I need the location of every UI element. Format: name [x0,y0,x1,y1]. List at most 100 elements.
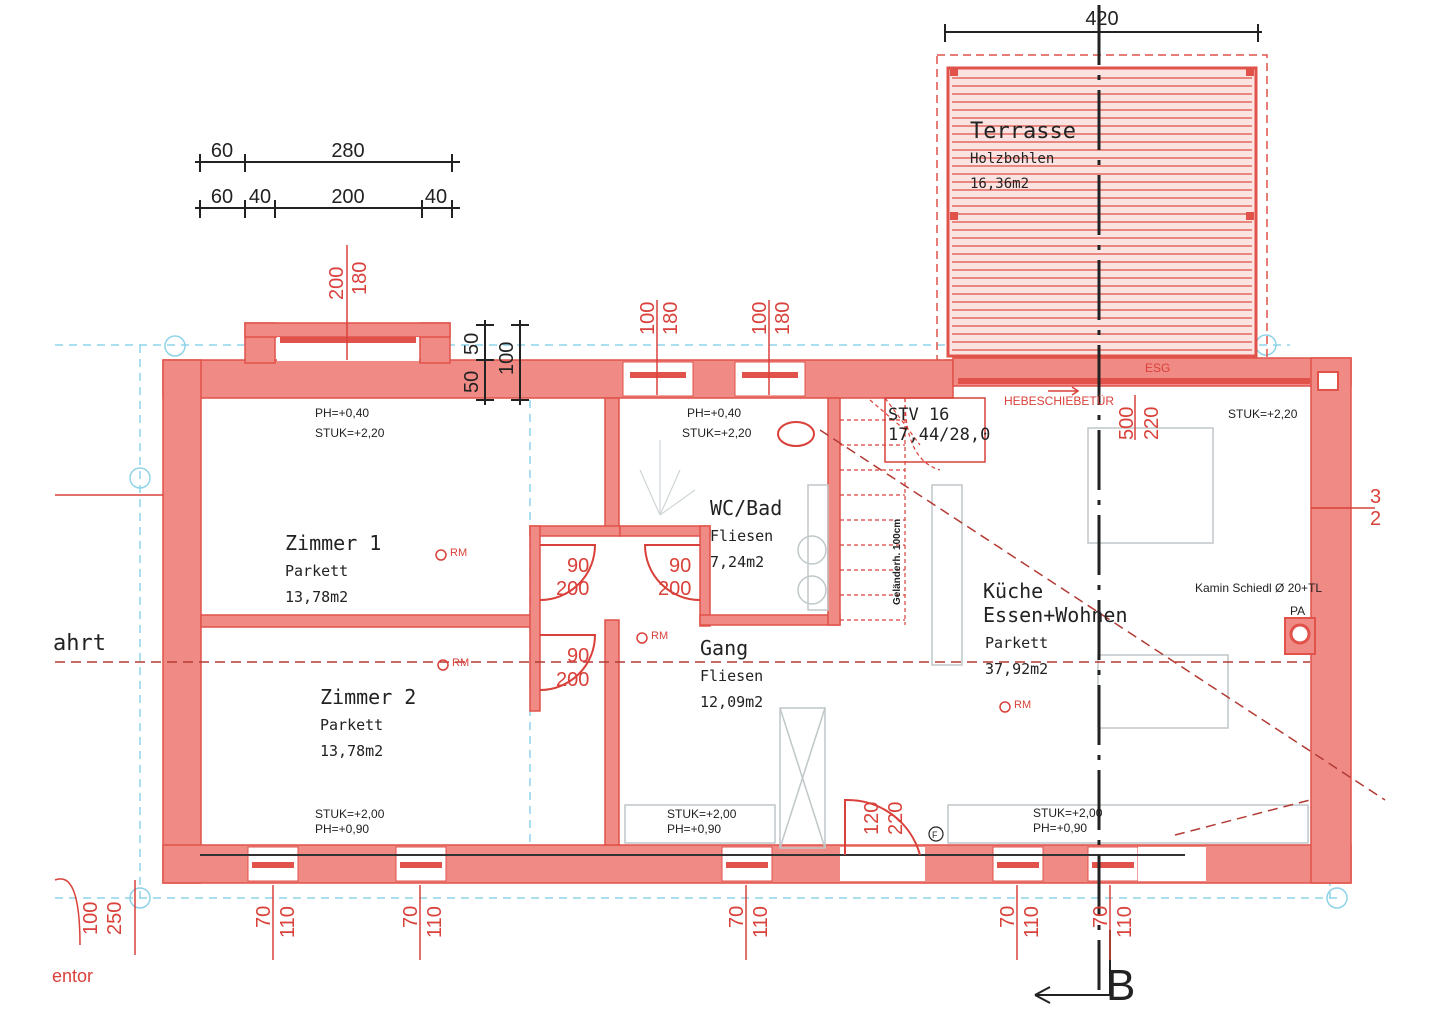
dim-420: 420 [1085,8,1118,30]
fixtures [624,427,1309,849]
windows [247,337,1339,882]
room-wc: PH=+0,40 STUK=+2,20 WC/Bad Fliesen 7,24m… [682,406,782,571]
hebeschiebe-label: HEBESCHIEBETÜR [1004,394,1114,408]
door2-h: 200 [658,578,691,600]
dim-w1b: 180 [349,262,371,295]
door-dims: 90 200 90 200 90 200 120 220 [556,555,907,835]
room-gang: Gang Fliesen 12,09m2 STUK=+2,00 PH=+0,90 [667,636,763,836]
zimmer2-stuk: STUK=+2,00 [315,807,385,821]
wc-stuk: STUK=+2,20 [682,426,752,440]
terrasse-name: Terrasse [970,119,1076,144]
door2-w: 90 [669,555,691,577]
stair-label: STV 16 [888,405,949,425]
dim-bay-a: 50 [461,333,483,355]
kamin-label: Kamin Schiedl Ø 20+TL [1195,581,1322,595]
dim-w3b: 180 [772,302,794,335]
rm-label: RM [1014,699,1031,711]
zimmer2-name: Zimmer 2 [320,685,416,709]
terrace [936,54,1268,361]
kueche-stuk-top: STUK=+2,20 [1228,407,1298,421]
slide-arrow-icon [1048,386,1080,396]
dimension-chain-top [195,24,1262,405]
section-label: B [1106,961,1135,1010]
entry-h: 220 [885,802,907,835]
dim-w2a: 100 [637,302,659,335]
dim-40: 40 [249,186,271,208]
dim-40b: 40 [425,186,447,208]
stairs [840,397,941,625]
dim-60b: 60 [211,186,233,208]
dim-b5b: 110 [1114,906,1136,938]
left-edge-label: ahrt [53,631,106,656]
zimmer1-floor: Parkett [285,562,348,580]
dim-hs-b: 220 [1141,407,1163,440]
wc-floor: Fliesen [710,527,773,545]
gang-ph: PH=+0,90 [667,822,721,836]
rm-markers: RM RM RM RM [435,547,1031,713]
shower-icon [639,440,696,516]
window-dim-lines [272,245,1136,960]
entry-w: 120 [861,802,883,835]
dim-b3b: 110 [750,906,772,938]
dim-b4b: 110 [1021,906,1043,938]
rm-label: RM [651,630,668,642]
zimmer2-area: 13,78m2 [320,742,383,760]
dim-b2a: 70 [400,906,422,928]
stair-label2: 17,44/28,0 [888,425,990,445]
room-zimmer1: PH=+0,40 STUK=+2,20 Zimmer 1 Parkett 13,… [285,406,385,606]
dim-w3a: 100 [749,302,771,335]
pa-label: PA [1290,604,1305,618]
gang-name: Gang [700,636,748,660]
terrasse-floor: Holzbohlen [970,151,1054,167]
dim-200: 200 [331,186,364,208]
dim-gate-b: 250 [104,902,126,935]
wc-ph: PH=+0,40 [687,406,741,420]
section-lines [55,429,1386,836]
kueche-stuk: STUK=+2,00 [1033,806,1103,820]
zimmer2-ph: PH=+0,90 [315,822,369,836]
door-swings [539,544,921,856]
door3-w: 90 [567,645,589,667]
fireplace-icon [1284,617,1316,655]
dim-b3a: 70 [726,906,748,928]
dim-b4a: 70 [997,906,1019,928]
zimmer1-area: 13,78m2 [285,588,348,606]
dim-bay-c: 100 [496,342,518,375]
door1-w: 90 [567,555,589,577]
dim-w2b: 180 [660,302,682,335]
zimmer2-floor: Parkett [320,716,383,734]
stair-landing [884,397,986,463]
dim-b1b: 110 [277,906,299,938]
gang-stuk: STUK=+2,00 [667,807,737,821]
esg-label: ESG [1145,361,1170,375]
f-label: F [932,830,938,840]
dim-b1a: 70 [253,906,275,928]
wc-area: 7,24m2 [710,553,764,571]
dim-280: 280 [331,140,364,162]
grid-markers [129,334,1348,909]
bottom-left-label: entor [52,966,93,986]
gang-area: 12,09m2 [700,693,763,711]
zimmer1-stuk: STUK=+2,20 [315,426,385,440]
rm-label: RM [452,657,469,669]
right-edge-label-2: 2 [1370,508,1381,530]
kueche-ph: PH=+0,90 [1033,821,1087,835]
door3-h: 200 [556,669,589,691]
toilet-icon [777,421,815,447]
room-terrasse: Terrasse Holzbohlen 16,36m2 [970,119,1076,192]
wc-name: WC/Bad [710,496,782,520]
gate-swing [54,878,81,946]
dim-b5a: 70 [1090,906,1112,928]
dim-b2b: 110 [424,906,446,938]
kueche-floor: Parkett [985,634,1048,652]
zimmer1-ph: PH=+0,40 [315,406,369,420]
gang-floor: Fliesen [700,667,763,685]
room-kueche: STUK=+2,20 Küche Essen+Wohnen Parkett 37… [983,407,1322,835]
dim-w1a: 200 [326,267,348,300]
dim-hs-a: 500 [1116,407,1138,440]
kueche-area: 37,92m2 [985,660,1048,678]
door1-h: 200 [556,578,589,600]
kueche-name: Küche [983,579,1043,603]
room-zimmer2: Zimmer 2 Parkett 13,78m2 STUK=+2,00 PH=+… [315,685,416,836]
